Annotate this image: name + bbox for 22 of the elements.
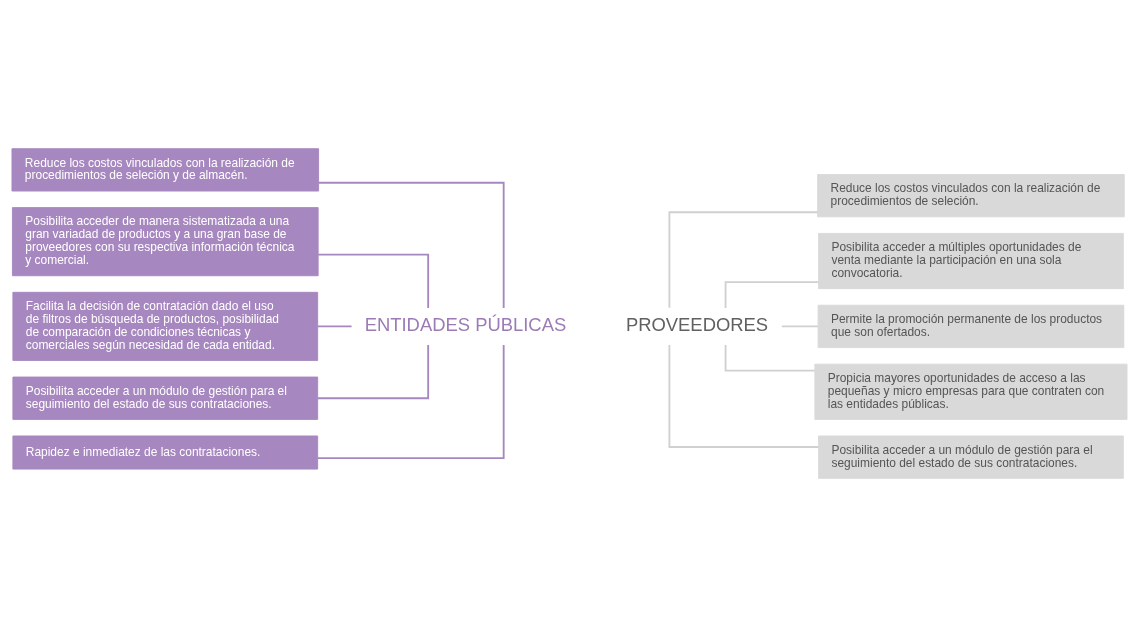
connector bbox=[317, 181, 505, 309]
node-box: Reduce los costos vinculados con la realización de procedimientos de seleción. bbox=[817, 174, 1125, 218]
node-box: Rapidez e inmediatez de las contrataciones. bbox=[12, 435, 319, 470]
node-box: Permite la promoción permanente de los productos que son ofertados. bbox=[817, 304, 1125, 349]
connector bbox=[668, 344, 820, 448]
connector bbox=[780, 325, 819, 328]
node-box: Facilita la decisión de contratación dado el uso de filtros de búsqueda de productos, posibilidad de comparación de condiciones técnicas y comerciales según necesidad de cada entidad. bbox=[12, 291, 319, 361]
node-text: ENTIDADES PÚBLICAS bbox=[364, 313, 567, 335]
connector bbox=[724, 343, 816, 372]
node-box: Posibilita acceder a un módulo de gestión para el seguimiento del estado de sus contrataciones. bbox=[818, 435, 1124, 479]
connector bbox=[316, 343, 430, 400]
connector bbox=[317, 325, 353, 328]
node-box: Posibilita acceder a un módulo de gestión para el seguimiento del estado de sus contrataciones. bbox=[12, 376, 319, 420]
node-box: Reduce los costos vinculados con la realización de procedimientos de seleción y de almacén. bbox=[11, 148, 320, 192]
node-box: Posibilita acceder de manera sistematizada a una gran variadad de productos y a una gran base de proveedores con su respectiva información técnica y comercial. bbox=[11, 207, 319, 277]
connector bbox=[724, 281, 820, 309]
connector bbox=[317, 253, 430, 309]
node-text: PROVEEDORES bbox=[625, 313, 769, 335]
connector bbox=[668, 211, 819, 309]
connector bbox=[316, 344, 505, 459]
node-box: Propicia mayores oportunidades de acceso a las pequeñas y micro empresas para que contraten con las entidades públicas. bbox=[814, 363, 1128, 420]
node-box: Posibilita acceder a múltiples oportunidades de venta mediante la participación en una sola convocatoria. bbox=[818, 232, 1124, 290]
